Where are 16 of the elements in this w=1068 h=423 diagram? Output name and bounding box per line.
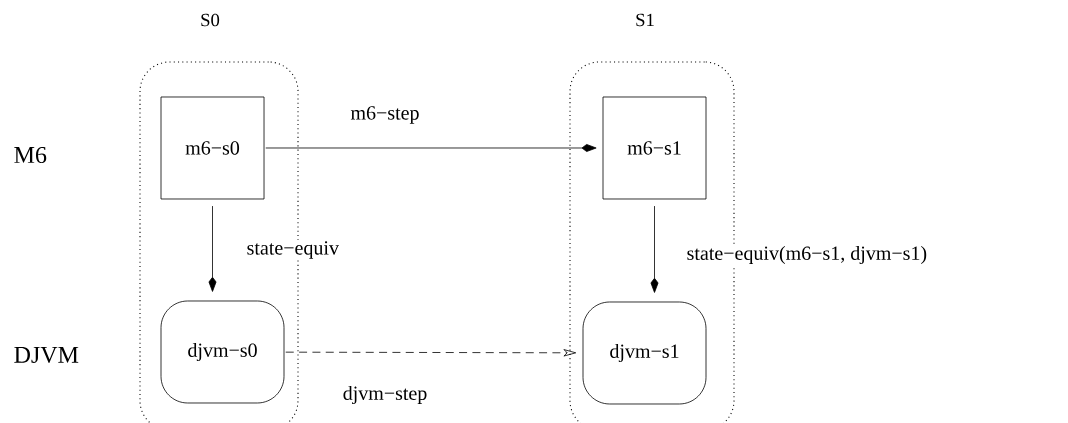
arrow — [208, 205, 217, 292]
arrow — [650, 205, 659, 293]
group-heading: S1 — [636, 13, 654, 27]
edge-label: djvm−step — [341, 384, 429, 406]
state-box: m6−s1 — [602, 96, 707, 200]
edge-label: state−equiv(m6−s1, djvm−s1) — [685, 244, 929, 266]
arrow — [285, 349, 577, 357]
arrow — [265, 144, 597, 152]
group-heading: S0 — [201, 13, 220, 27]
edge-label: m6−step — [349, 104, 421, 126]
rounded-state-box: djvm−s1 — [582, 301, 707, 405]
state-box: m6−s0 — [160, 96, 265, 200]
row-label: DJVM — [14, 346, 79, 363]
edge-label: state−equiv — [245, 239, 341, 261]
row-label: M6 — [14, 146, 47, 164]
rounded-state-box: djvm−s0 — [160, 300, 285, 404]
